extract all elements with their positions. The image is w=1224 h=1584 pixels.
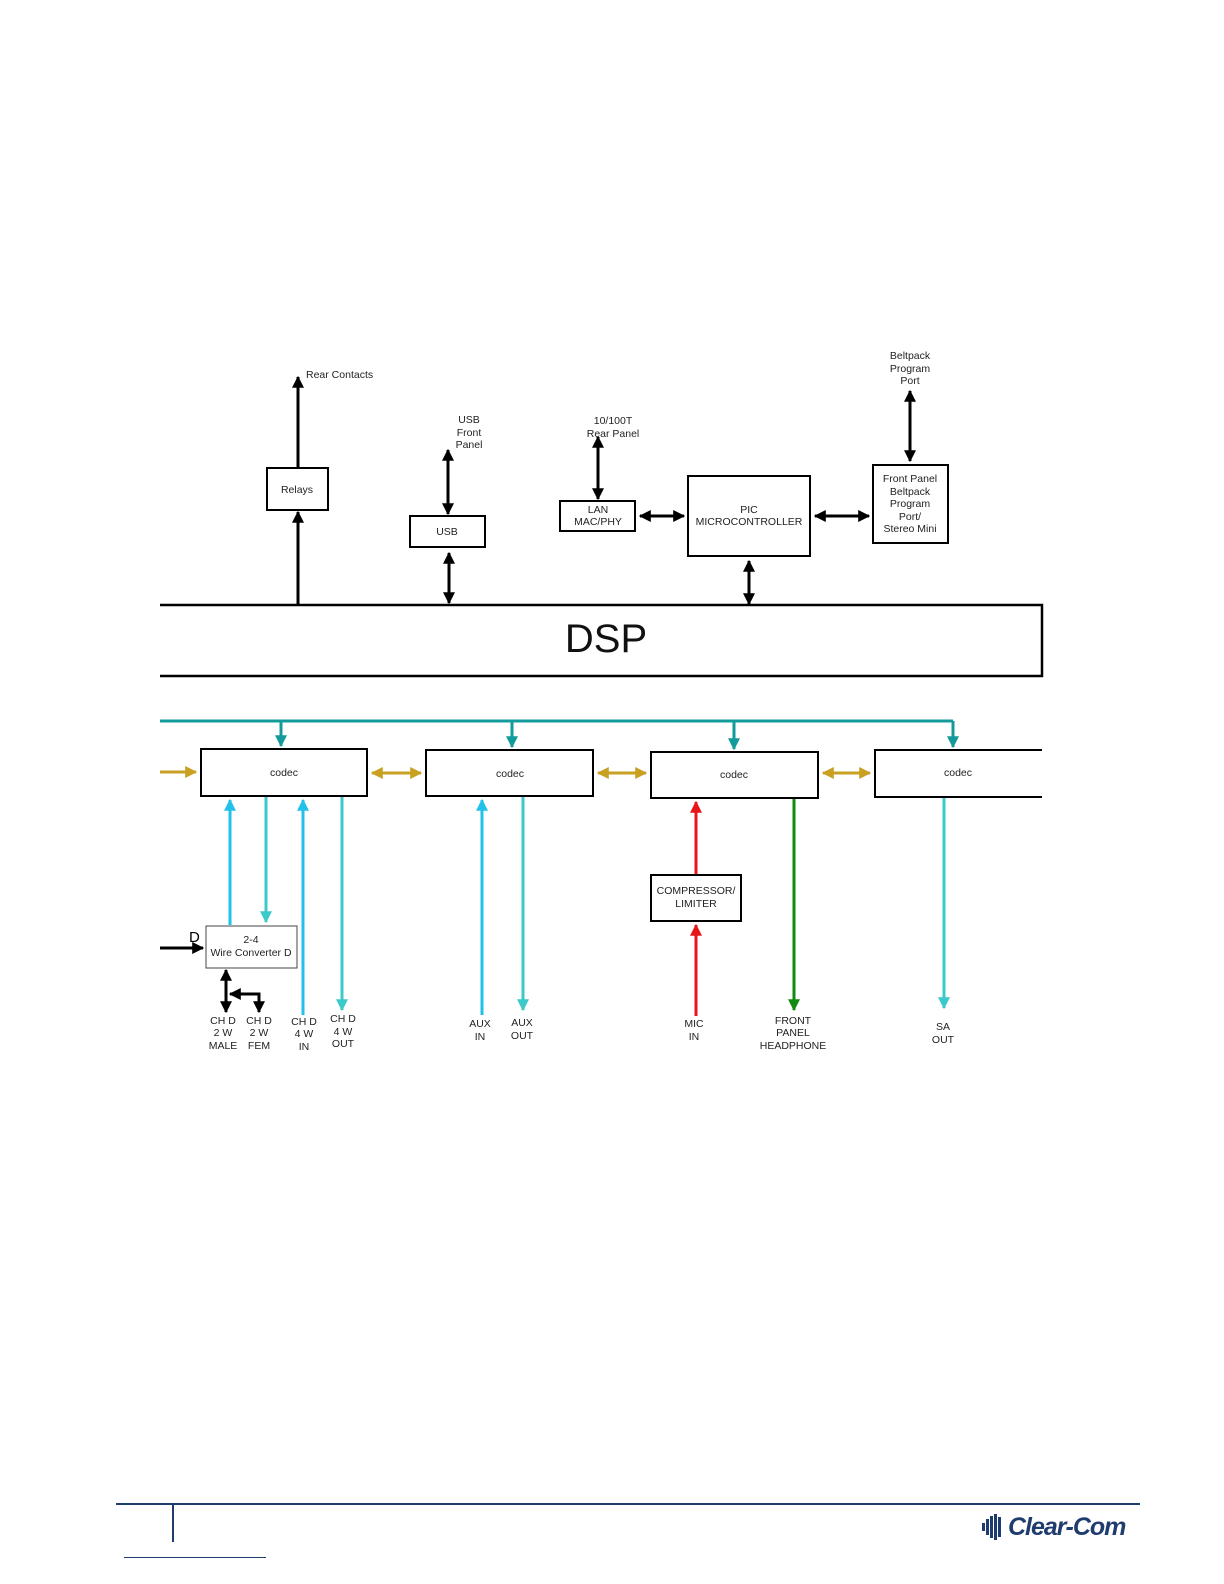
codec-label-4: codec: [944, 767, 972, 779]
footer-divider-tick: [172, 1504, 174, 1542]
pic-label-1: PIC: [740, 504, 758, 516]
front-panel-port-label-4: Port/: [899, 511, 921, 523]
usb-front-panel-label-3: Panel: [456, 439, 483, 451]
usb-section: USB Front Panel USB: [409, 414, 486, 605]
wire-converter-label-1: 2-4: [243, 934, 258, 946]
channel-d-section: D 2-4 Wire Converter D CH D 2 W MALE CH …: [160, 797, 356, 1053]
aux-section: AUX IN AUX OUT: [469, 797, 534, 1043]
lan-box: [559, 500, 636, 532]
front-panel-port-box: [872, 464, 949, 544]
ch-d-4w-out-label-3: OUT: [332, 1038, 355, 1050]
mic-section: COMPRESSOR/ LIMITER MIC IN FRONT PANEL H…: [650, 799, 827, 1052]
sa-section: SA OUT: [932, 798, 955, 1046]
clear-com-logo-text: Clear-Com: [1008, 1512, 1126, 1541]
aux-out-label-2: OUT: [511, 1030, 534, 1042]
headphone-label-1: FRONT: [775, 1015, 812, 1027]
wire-converter-box: [205, 925, 298, 969]
beltpack-program-port-label-2: Program: [890, 363, 931, 375]
headphone-label-3: HEADPHONE: [760, 1040, 827, 1052]
front-panel-port-label-1: Front Panel: [883, 473, 937, 485]
headphone-label-2: PANEL: [776, 1027, 810, 1039]
aux-out-label-1: AUX: [511, 1017, 533, 1029]
ch-d-4w-in-label-3: IN: [299, 1041, 310, 1053]
compressor-label-1: COMPRESSOR/: [657, 885, 736, 897]
ch-d-2w-fem-label-2: 2 W: [250, 1027, 269, 1039]
dsp-block: DSP: [160, 603, 1044, 678]
mic-in-label-2: IN: [689, 1031, 700, 1043]
dsp-box: [160, 603, 1044, 678]
codec-label-3: codec: [720, 769, 748, 781]
aux-in-label-2: IN: [475, 1031, 486, 1043]
rear-panel-label-2: Rear Panel: [587, 428, 640, 440]
pic-box: [687, 475, 811, 557]
front-panel-port-label-5: Stereo Mini: [883, 523, 936, 535]
beltpack-program-port-label-1: Beltpack: [890, 350, 931, 362]
ch-d-4w-in-label-1: CH D: [291, 1016, 317, 1028]
codec-row: codec codec codec codec: [160, 748, 1042, 799]
pic-section: PIC MICROCONTROLLER: [687, 475, 871, 606]
codec-label-2: codec: [496, 768, 524, 780]
ch-d-2w-male-label-1: CH D: [210, 1015, 236, 1027]
usb-front-panel-label-2: Front: [457, 427, 482, 439]
rear-panel-label-1: 10/100T: [594, 415, 633, 427]
rear-contacts-label: Rear Contacts: [306, 369, 373, 381]
ch-d-2w-male-label-3: MALE: [209, 1040, 238, 1052]
codec-bus: [160, 719, 959, 751]
mic-in-label-1: MIC: [684, 1018, 704, 1030]
codec-label-1: codec: [270, 767, 298, 779]
lan-section: 10/100T Rear Panel LAN MAC/PHY: [559, 415, 686, 532]
usb-label: USB: [436, 526, 458, 538]
lan-label-2: MAC/PHY: [574, 516, 622, 528]
front-panel-section: Beltpack Program Port Front Panel Beltpa…: [872, 350, 949, 544]
usb-box: [409, 515, 486, 548]
front-panel-port-label-3: Program: [890, 498, 931, 510]
front-panel-port-label-2: Beltpack: [890, 486, 931, 498]
footer-rule: [116, 1503, 1140, 1505]
clear-com-logo-icon: [982, 1514, 1001, 1540]
ch-d-4w-out-label-1: CH D: [330, 1013, 356, 1025]
ch-d-2w-male-label-2: 2 W: [214, 1027, 233, 1039]
relays-box: [266, 467, 329, 511]
dsp-label: DSP: [565, 617, 647, 661]
aux-in-label-1: AUX: [469, 1018, 491, 1030]
pic-label-2: MICROCONTROLLER: [696, 516, 803, 528]
usb-front-panel-label-1: USB: [458, 414, 480, 426]
converter-input-label: D: [189, 929, 200, 946]
codec-box-1: [200, 748, 368, 797]
ch-d-4w-in-label-2: 4 W: [295, 1028, 314, 1040]
wire-converter-label-2: Wire Converter D: [210, 947, 292, 959]
lan-label-1: LAN: [588, 504, 608, 516]
ch-d-4w-out-label-2: 4 W: [334, 1026, 353, 1038]
relays-label: Relays: [281, 484, 313, 496]
codec-box-4: [874, 749, 1042, 798]
codec-box-2: [425, 749, 594, 797]
ch-d-2w-fem-label-3: FEM: [248, 1040, 270, 1052]
sa-out-label-2: OUT: [932, 1034, 955, 1046]
codec-box-3: [650, 751, 819, 799]
compressor-box: [650, 874, 742, 922]
compressor-label-2: LIMITER: [675, 898, 717, 910]
relays-section: Rear Contacts Relays: [266, 369, 373, 604]
ch-d-2w-fem-label-1: CH D: [246, 1015, 272, 1027]
footer-underline: [124, 1557, 266, 1558]
clear-com-logo: Clear-Com: [982, 1512, 1126, 1542]
ch-d-2w-fem-arrow: [228, 988, 265, 1014]
beltpack-program-port-label-3: Port: [900, 375, 919, 387]
sa-out-label-1: SA: [936, 1021, 950, 1033]
